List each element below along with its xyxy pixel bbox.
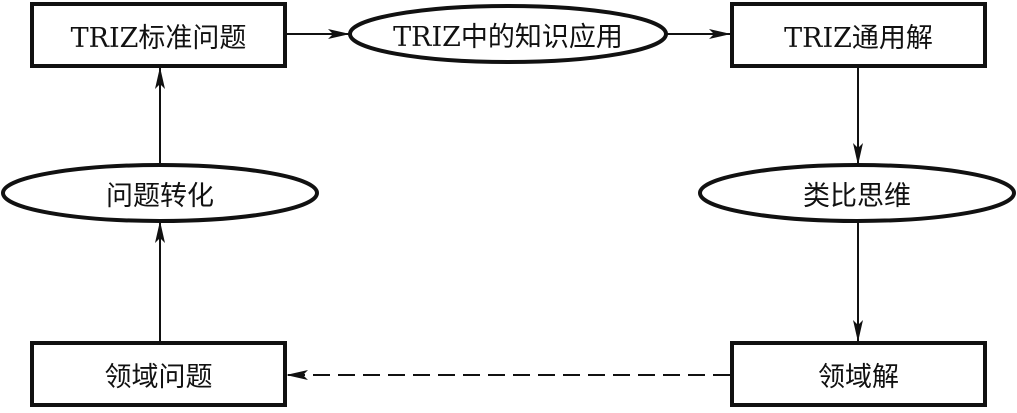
node-triz-general-solution-box xyxy=(730,2,987,68)
node-domain-problem-box xyxy=(30,341,287,407)
label-triz-general-solution: TRIZ通用解 xyxy=(784,22,933,54)
label-triz-knowledge-application: TRIZ中的知识应用 xyxy=(393,21,623,53)
label-triz-standard-problem: TRIZ标准问题 xyxy=(70,22,247,54)
node-analogical-thinking-ellipse xyxy=(698,163,1016,223)
node-domain-solution-box xyxy=(730,341,987,407)
label-analogical-thinking: 类比思维 xyxy=(803,180,911,212)
node-triz-standard-problem-box xyxy=(30,2,287,68)
label-problem-transformation: 问题转化 xyxy=(106,180,214,212)
label-domain-solution: 领域解 xyxy=(818,361,899,393)
node-triz-knowledge-application-ellipse xyxy=(348,4,668,64)
label-domain-problem: 领域问题 xyxy=(104,361,213,393)
